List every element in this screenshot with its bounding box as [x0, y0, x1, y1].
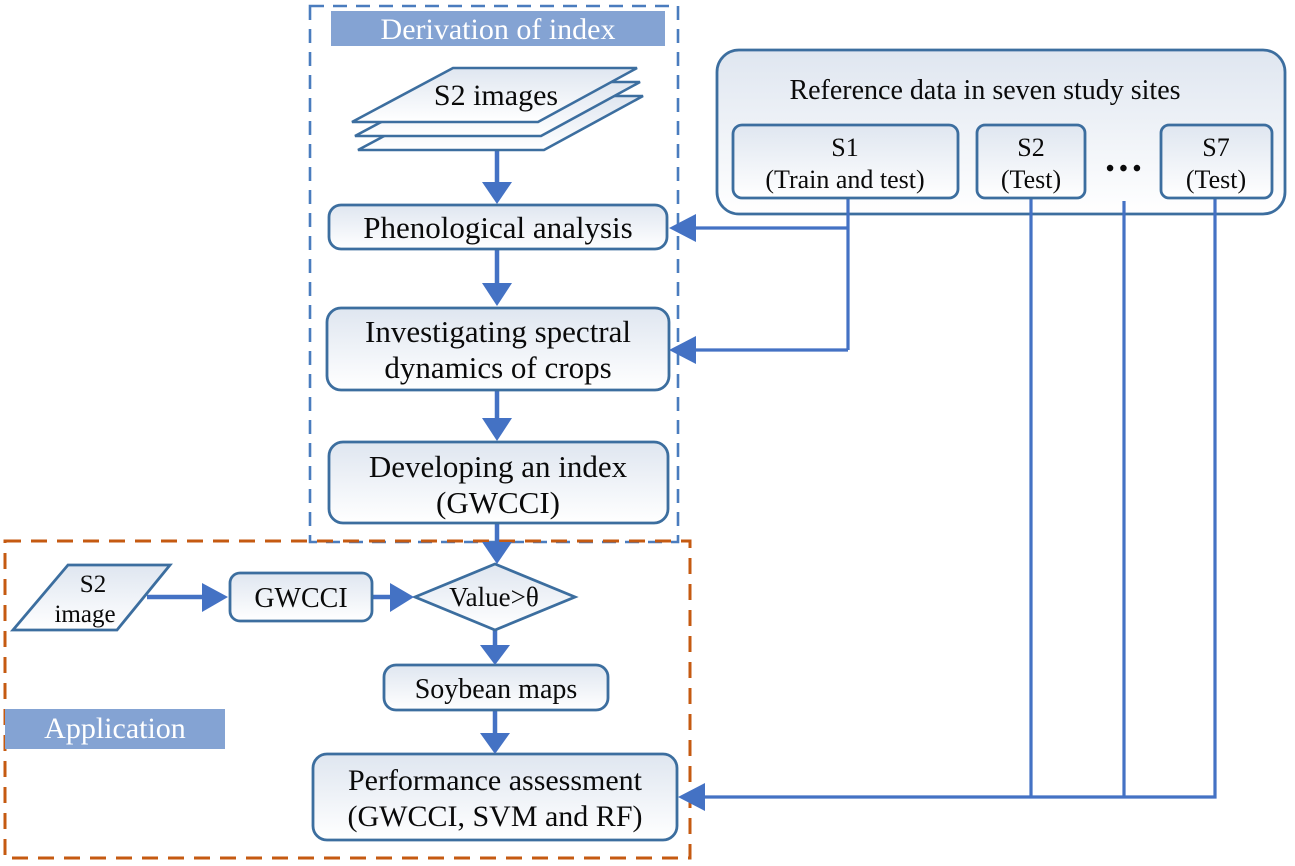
site-s2-role: (Test): [1001, 165, 1061, 194]
arrowhead-to-phenological-icon: [482, 182, 512, 204]
developing-label-line1: Developing an index: [369, 449, 628, 484]
site-s1-name: S1: [831, 133, 858, 162]
s2-image-label-line2: image: [54, 601, 115, 628]
site-s1-role: (Train and test): [765, 165, 924, 194]
gwcci-label: GWCCI: [254, 583, 347, 614]
connector-s7-to-performance: [704, 198, 1217, 799]
s2-image-label-line1: S2: [80, 571, 106, 598]
s2-images-sheet-front: [351, 66, 638, 124]
arrowheads: [202, 182, 705, 811]
arrowhead-to-investigating-icon: [482, 283, 512, 306]
performance-label-line1: Performance assessment: [348, 764, 643, 797]
developing-node: [327, 440, 670, 525]
performance-label-line2: (GWCCI, SVM and RF): [347, 800, 642, 833]
investigating-node: [325, 306, 671, 392]
reference-title: Reference data in seven study sites: [789, 75, 1180, 106]
application-region-border: [3, 539, 692, 860]
sites-ellipsis: •••: [1106, 156, 1146, 182]
soybean-node: [382, 663, 610, 712]
site-s1-box: [731, 123, 960, 200]
site-s7-name: S7: [1202, 133, 1229, 162]
arrowhead-to-performance-icon: [480, 733, 510, 754]
arrowhead-to-developing-icon: [482, 418, 512, 441]
application-label: Application: [44, 712, 186, 745]
arrowhead-to-decision-icon: [482, 542, 512, 564]
site-s2-name: S2: [1017, 133, 1044, 162]
arrowhead-to-gwcci-icon: [202, 583, 228, 612]
decision-label: Value>θ: [449, 582, 539, 612]
derivation-label-chip: [331, 11, 665, 46]
site-s2-box: [975, 123, 1087, 200]
investigating-label-line2: dynamics of crops: [384, 350, 611, 385]
soybean-label: Soybean maps: [415, 674, 578, 705]
decision-diamond: [411, 562, 579, 632]
developing-label-line2: (GWCCI): [436, 485, 560, 520]
reference-connectors: [696, 198, 1217, 799]
arrowhead-to-soybean-icon: [480, 645, 510, 665]
arrowhead-s1-phenological-icon: [669, 214, 696, 242]
investigating-label-line1: Investigating spectral: [365, 314, 631, 349]
arrowhead-s1-investigating-icon: [669, 336, 696, 364]
s2-image-parallelogram: [9, 563, 173, 632]
site-s7-role: (Test): [1186, 165, 1246, 194]
arrowhead-s7-performance-icon: [678, 783, 705, 811]
site-s7-box: [1159, 123, 1274, 200]
s2-images-label: S2 images: [434, 79, 558, 112]
phenological-node: [327, 203, 669, 251]
arrowhead-gwcci-to-decision-icon: [390, 583, 414, 612]
application-label-chip: [5, 709, 225, 749]
derivation-label: Derivation of index: [381, 13, 616, 46]
flow-arrow-shafts: [147, 150, 500, 735]
gwcci-node: [228, 571, 374, 623]
s2-images-stack: [351, 66, 644, 152]
process-nodes: [9, 123, 1274, 842]
phenological-label: Phenological analysis: [363, 210, 632, 245]
